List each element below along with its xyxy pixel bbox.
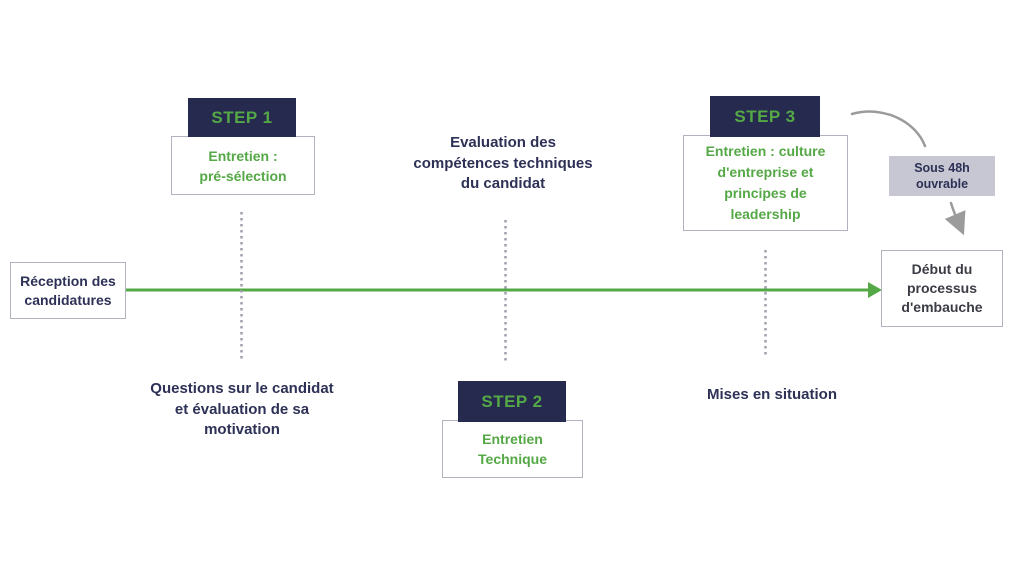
- step1-badge: STEP 1: [188, 98, 296, 137]
- curved-arrow-step3-to-delay: [850, 110, 927, 148]
- arrow-delay-to-end-icon: [944, 201, 966, 236]
- step3-note: Mises en situation: [706, 386, 838, 403]
- step2-badge: STEP 2: [458, 381, 566, 422]
- step1-card: Entretien :pré-sélection: [171, 136, 315, 195]
- step3-badge: STEP 3: [710, 96, 820, 137]
- timeline-arrowhead-icon: [868, 282, 882, 298]
